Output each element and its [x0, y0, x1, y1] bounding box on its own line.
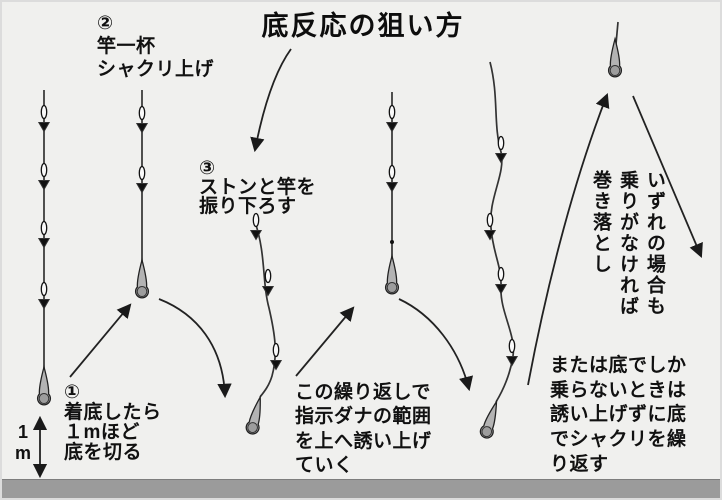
arrow-swing-down-icon — [250, 48, 292, 153]
rig-dropping-2-icon — [478, 61, 518, 441]
step-1-label: ① 着底したら １mほど 底を切る — [64, 382, 162, 463]
arrow-lift-3-icon — [527, 92, 610, 386]
arrow-drop-2-icon — [398, 298, 474, 392]
rig-lifted-icon — [134, 90, 150, 299]
rig-at-top-icon — [607, 21, 623, 78]
rig-lifted-again-icon — [384, 92, 400, 295]
note-repeat-label: この繰り返しで 指示ダナの範囲 を上へ誘い上げ ていく — [295, 382, 432, 476]
note-bottom-only-label: または底でしか 乗らないときは 誘い上げずに底 でシャクリを繰 り返す — [550, 355, 687, 475]
step-2-label: ② 竿一杯 シャクリ上げ — [97, 13, 215, 80]
note-no-bite-label: いずれの場合も 乗りがなければ 巻き落とし — [589, 170, 665, 317]
arrow-lift-2-icon — [295, 306, 355, 377]
measure-1m-label: 1 m — [14, 422, 31, 463]
arrow-wind-down-icon — [632, 95, 703, 258]
arrow-lift-1-icon — [69, 303, 132, 378]
arrow-drop-1-icon — [158, 298, 232, 399]
diagram-title: 底反応の狙い方 — [261, 11, 465, 41]
step-3-label: ③ ストンと竿を 振り下ろす — [199, 158, 317, 217]
rig-dropping-icon — [244, 212, 282, 436]
rig-on-bottom-icon — [36, 90, 52, 406]
sea-floor — [2, 479, 720, 498]
